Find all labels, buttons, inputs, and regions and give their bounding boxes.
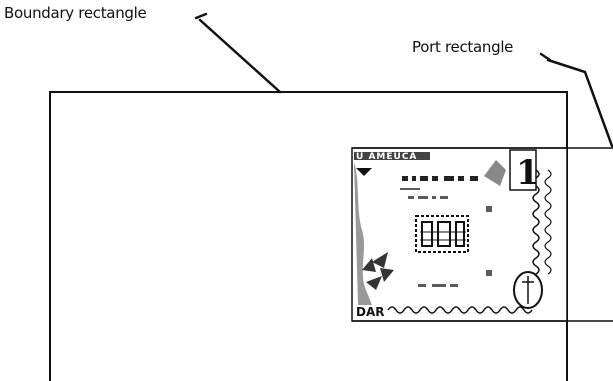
- dollar-bill-image: U AMEUCA DAR: [352, 148, 567, 321]
- boundary-pointer-line: [196, 14, 280, 92]
- port-pointer-line: [541, 54, 612, 146]
- corner-numeral-text: 1: [516, 153, 540, 193]
- svg-text:DAR: DAR: [356, 305, 385, 319]
- center-one-mark: [412, 210, 472, 254]
- svg-text:U AMEUCA: U AMEUCA: [356, 152, 417, 162]
- corner-oval-bottom: [514, 272, 542, 308]
